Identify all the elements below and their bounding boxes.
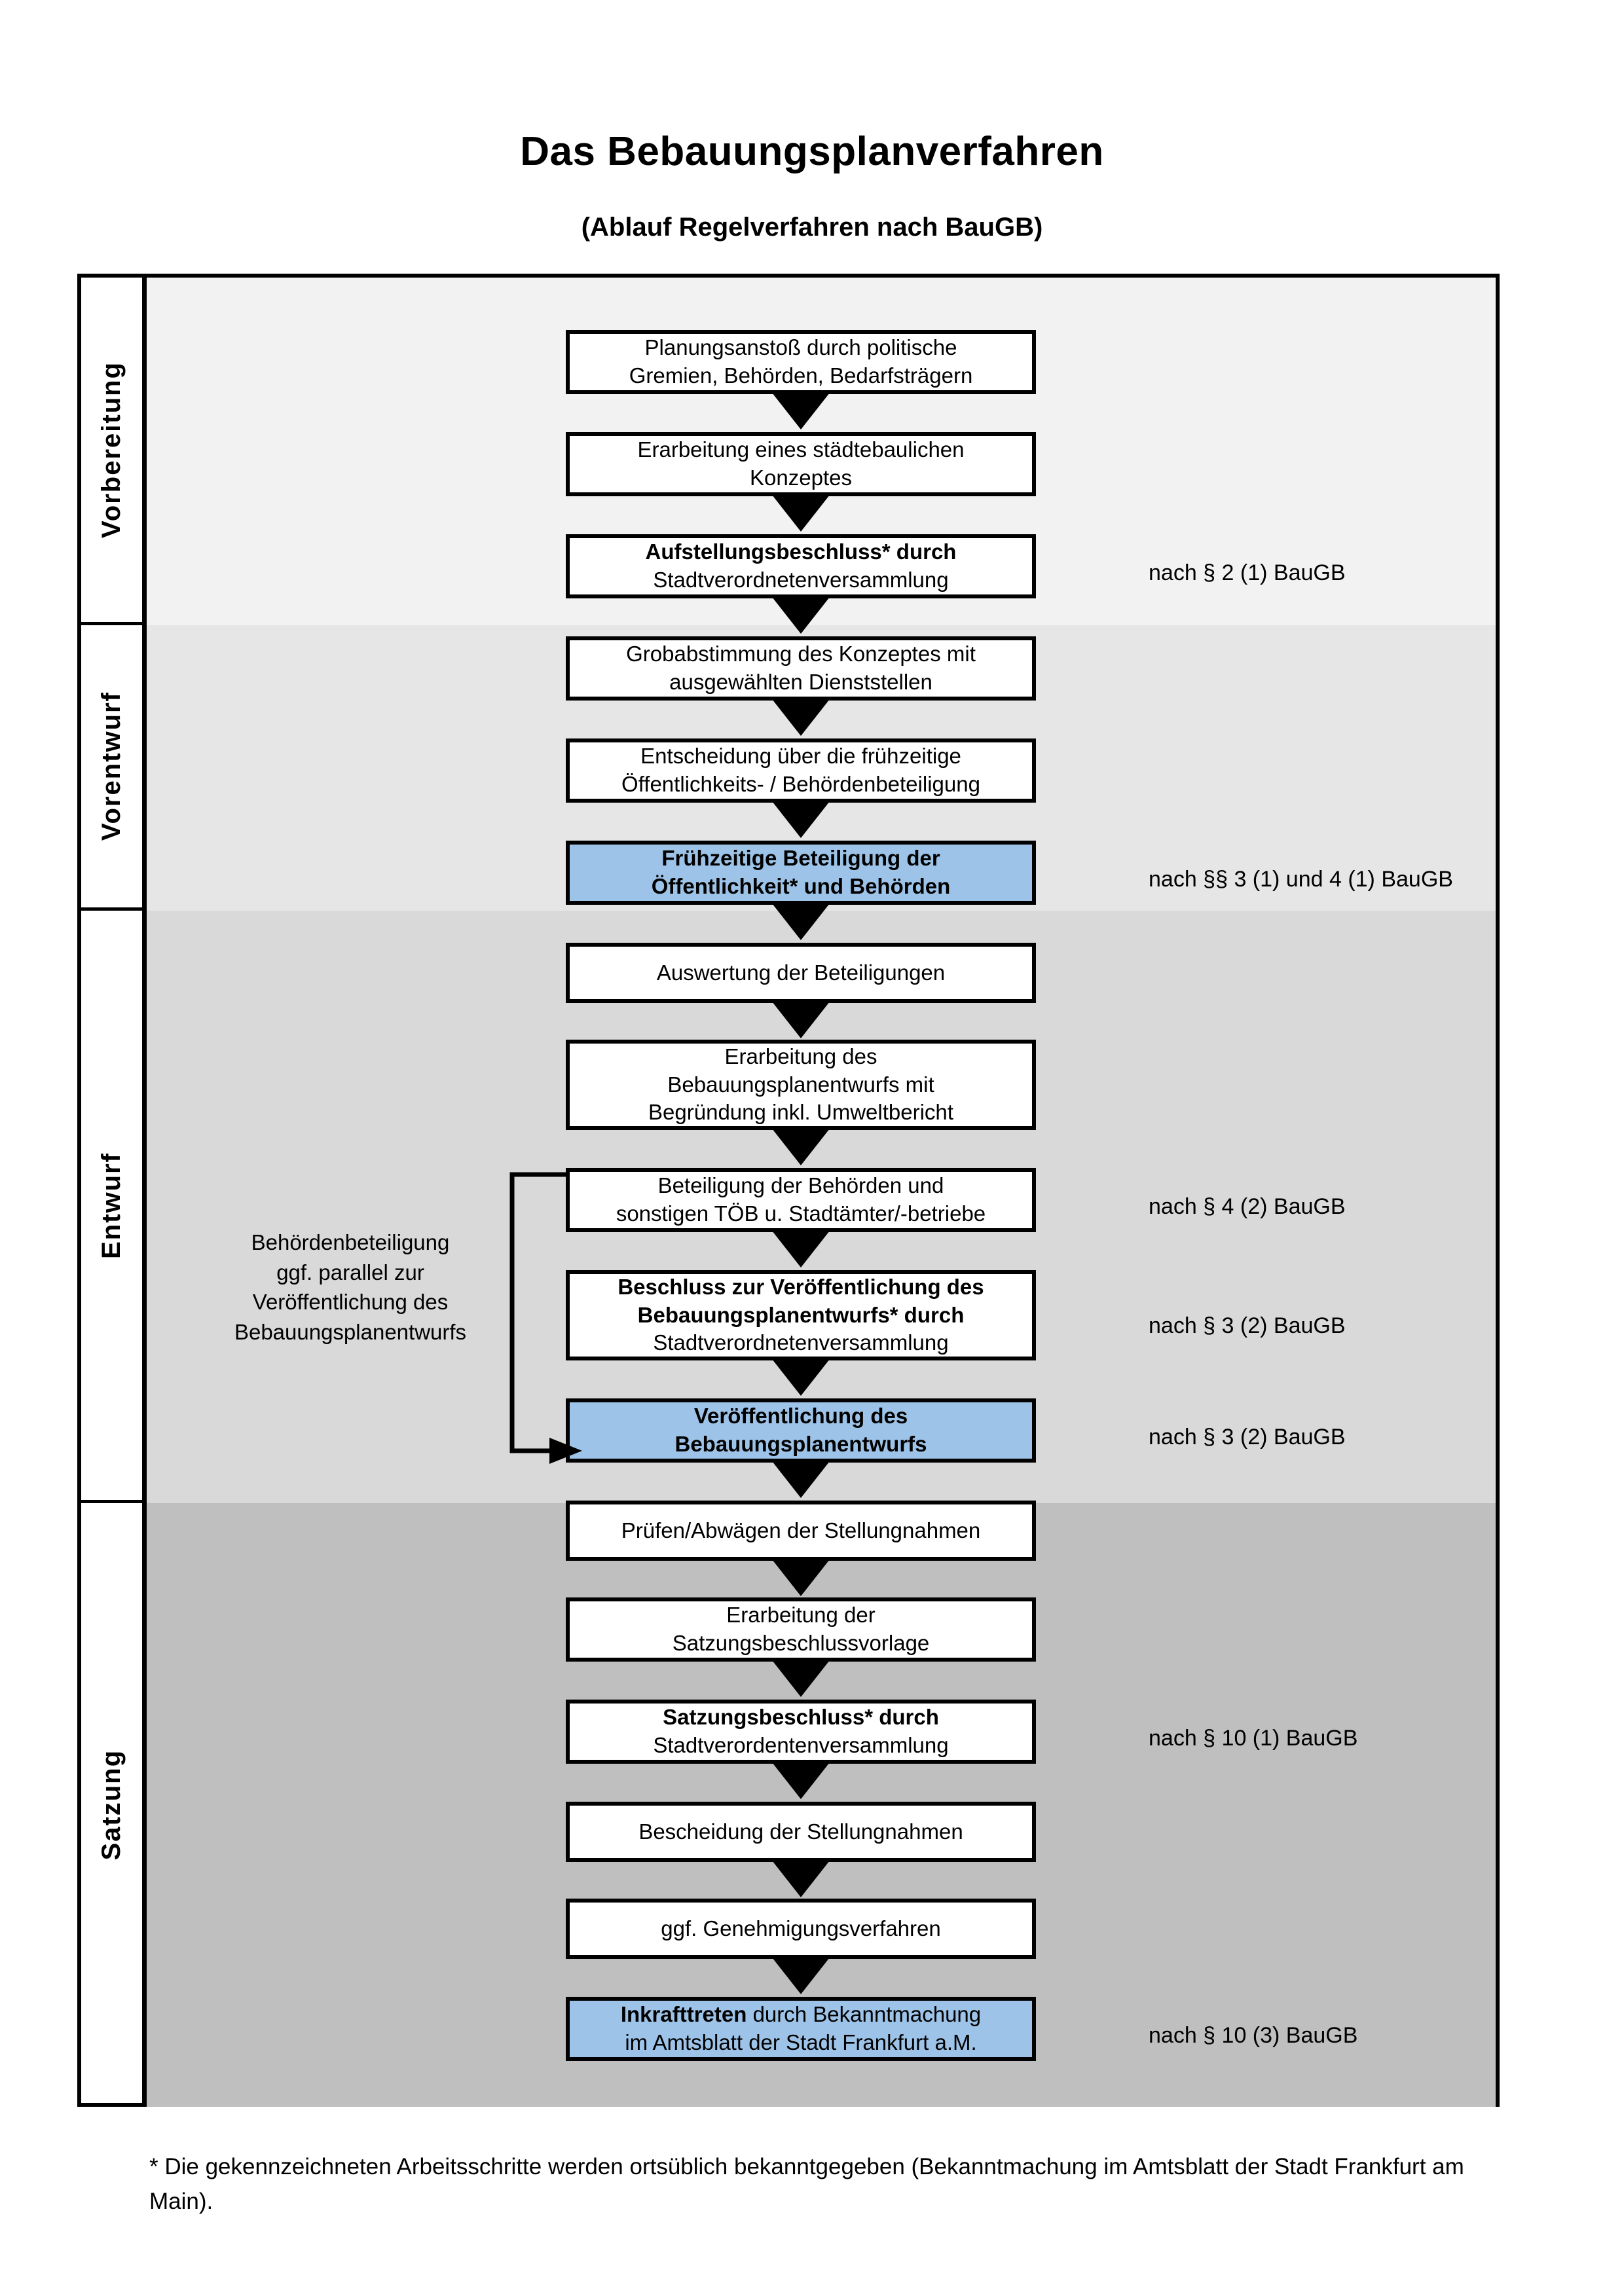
step-box-erarbeitung-entwurf[interactable]: Erarbeitung des Bebauungsplanentwurfs mi… (566, 1040, 1036, 1130)
step-box-genehmigungsverfahren[interactable]: ggf. Genehmigungsverfahren (566, 1899, 1036, 1959)
flow-arrow-down (772, 597, 830, 634)
step-line-inkrafttreten: Inkrafttreten durch Bekanntmachung (576, 2001, 1025, 2029)
phase-label-text: Satzung (97, 1749, 126, 1861)
step-line: Stadtverordnetenversammlung (653, 1330, 949, 1355)
step-line: Satzungsbeschluss* durch (663, 1705, 939, 1730)
flow-arrow-down (772, 495, 830, 532)
step-box-veroeffentlichung[interactable]: Veröffentlichung des Bebauungsplanentwur… (566, 1398, 1036, 1463)
step-line: Begründung inkl. Umweltbericht (648, 1100, 953, 1125)
step-line: Öffentlichkeits- / Behördenbeteiligung (621, 772, 980, 796)
step-box-pruefen-abwaegen[interactable]: Prüfen/Abwägen der Stellungnahmen (566, 1501, 1036, 1561)
step-line: Satzungsbeschlussvorlage (672, 1631, 930, 1655)
flow-arrow-down (772, 1002, 830, 1038)
step-line: Grobabstimmung des Konzeptes mit (626, 642, 976, 666)
step-line: Erarbeitung der (726, 1603, 876, 1628)
flow-arrow-down (772, 393, 830, 429)
side-annotation-line: ggf. parallel zur (276, 1260, 424, 1285)
legal-note-par10-1: nach § 10 (1) BauGB (1149, 1726, 1358, 1751)
step-line: Erarbeitung des (724, 1044, 877, 1068)
step-line: Auswertung der Beteiligungen (656, 960, 946, 985)
step-box-auswertung[interactable]: Auswertung der Beteiligungen (566, 943, 1036, 1003)
legal-note-par3-2-a: nach § 3 (2) BauGB (1149, 1313, 1346, 1338)
step-box-planungsanstoss[interactable]: Planungsanstoß durch politische Gremien,… (566, 330, 1036, 394)
flowchart-frame: Vorbereitung Vorentwurf Entwurf Satzung … (77, 274, 1500, 2107)
flow-arrow-down (772, 1958, 830, 1994)
step-line: Entscheidung über die frühzeitige (640, 744, 961, 769)
side-annotation-line: Behördenbeteiligung (251, 1230, 450, 1254)
step-box-beschluss-veroeffentlichung[interactable]: Beschluss zur Veröffentlichung des Bebau… (566, 1270, 1036, 1360)
phase-label-entwurf: Entwurf (81, 911, 142, 1503)
step-line: Bebauungsplanentwurfs mit (667, 1072, 934, 1097)
side-annotation-line: Bebauungsplanentwurfs (234, 1319, 467, 1344)
step-line: Prüfen/Abwägen der Stellungnahmen (621, 1518, 981, 1542)
flow-arrow-down (772, 1231, 830, 1267)
step-line: Öffentlichkeit* und Behörden (651, 874, 951, 898)
step-box-inkrafttreten[interactable]: Inkrafttreten durch Bekanntmachung im Am… (566, 1997, 1036, 2061)
step-line: sonstigen TÖB u. Stadtämter/-betriebe (616, 1201, 986, 1226)
flow-arrow-down (772, 1660, 830, 1697)
flow-arrow-down (772, 699, 830, 736)
flow-arrow-down (772, 1129, 830, 1165)
step-line: Konzeptes (750, 465, 852, 490)
step-line-rest: durch Bekanntmachung (747, 2002, 982, 2027)
step-line: Bescheidung der Stellungnahmen (638, 1819, 963, 1844)
legal-note-par3-2-b: nach § 3 (2) BauGB (1149, 1425, 1346, 1449)
step-box-beteiligung-behoerden[interactable]: Beteiligung der Behörden und sonstigen T… (566, 1168, 1036, 1232)
step-box-bescheidung[interactable]: Bescheidung der Stellungnahmen (566, 1802, 1036, 1862)
phase-label-vorbereitung: Vorbereitung (81, 278, 142, 625)
step-box-satzungsbeschluss[interactable]: Satzungsbeschluss* durch Stadtverordente… (566, 1700, 1036, 1764)
side-annotation-behoerdenbeteiligung: Behördenbeteiligung ggf. parallel zur Ve… (196, 1228, 504, 1347)
flow-arrow-down (772, 801, 830, 838)
flow-arrow-down (772, 1762, 830, 1799)
step-line: Stadtverordentenversammlung (653, 1733, 949, 1757)
phase-label-text: Vorentwurf (97, 691, 126, 841)
step-line: Bebauungsplanentwurfs (674, 1432, 927, 1456)
step-box-entscheidung-beteiligung[interactable]: Entscheidung über die frühzeitige Öffent… (566, 738, 1036, 803)
legal-note-par3-4-1: nach §§ 3 (1) und 4 (1) BauGB (1149, 867, 1453, 892)
step-line: Frühzeitige Beteiligung der (661, 846, 940, 871)
flow-arrow-down (772, 1461, 830, 1498)
legal-note-par4-2: nach § 4 (2) BauGB (1149, 1194, 1346, 1219)
flow-arrow-down (772, 903, 830, 940)
step-line: Planungsanstoß durch politische (644, 335, 957, 360)
flow-arrow-down (772, 1359, 830, 1396)
step-keyword: Inkrafttreten (620, 2002, 747, 2027)
step-box-fruehzeitige-beteiligung[interactable]: Frühzeitige Beteiligung der Öffentlichke… (566, 841, 1036, 905)
legal-note-par2-1: nach § 2 (1) BauGB (1149, 560, 1346, 585)
step-line: Aufstellungsbeschluss* durch (645, 539, 957, 564)
step-line: Gremien, Behörden, Bedarfsträgern (629, 363, 973, 388)
step-line: ausgewählten Dienststellen (669, 670, 932, 694)
step-line: Stadtverordnetenversammlung (653, 568, 949, 592)
step-line: Erarbeitung eines städtebaulichen (637, 437, 965, 462)
step-line: Beschluss zur Veröffentlichung des (618, 1274, 984, 1299)
page-subtitle: (Ablauf Regelverfahren nach BauGB) (581, 213, 1043, 242)
step-box-grobabstimmung[interactable]: Grobabstimmung des Konzeptes mit ausgewä… (566, 636, 1036, 701)
step-box-staedtebauliches-konzept[interactable]: Erarbeitung eines städtebaulichen Konzep… (566, 432, 1036, 496)
phase-label-satzung: Satzung (81, 1503, 142, 2107)
flow-arrow-down (772, 1559, 830, 1596)
phase-label-gutter: Vorbereitung Vorentwurf Entwurf Satzung (81, 278, 147, 2103)
step-line: im Amtsblatt der Stadt Frankfurt a.M. (625, 2030, 977, 2054)
page-title: Das Bebauungsplanverfahren (520, 129, 1104, 174)
phase-label-vorentwurf: Vorentwurf (81, 625, 142, 911)
step-box-aufstellungsbeschluss[interactable]: Aufstellungsbeschluss* durch Stadtverord… (566, 534, 1036, 598)
step-line: Veröffentlichung des (693, 1404, 908, 1429)
phase-label-text: Vorbereitung (97, 361, 126, 538)
side-annotation-line: Veröffentlichung des (252, 1290, 449, 1315)
flow-arrow-down (772, 1861, 830, 1897)
step-line: Beteiligung der Behörden und (657, 1173, 944, 1198)
step-line: ggf. Genehmigungsverfahren (661, 1916, 941, 1941)
step-box-satzungsbeschlussvorlage[interactable]: Erarbeitung der Satzungsbeschlussvorlage (566, 1597, 1036, 1662)
footnote-text: * Die gekennzeichneten Arbeitsschritte w… (149, 2154, 1464, 2215)
legal-note-par10-3: nach § 10 (3) BauGB (1149, 2023, 1358, 2048)
phase-label-text: Entwurf (97, 1152, 126, 1259)
step-line: Bebauungsplanentwurfs* durch (637, 1302, 965, 1327)
